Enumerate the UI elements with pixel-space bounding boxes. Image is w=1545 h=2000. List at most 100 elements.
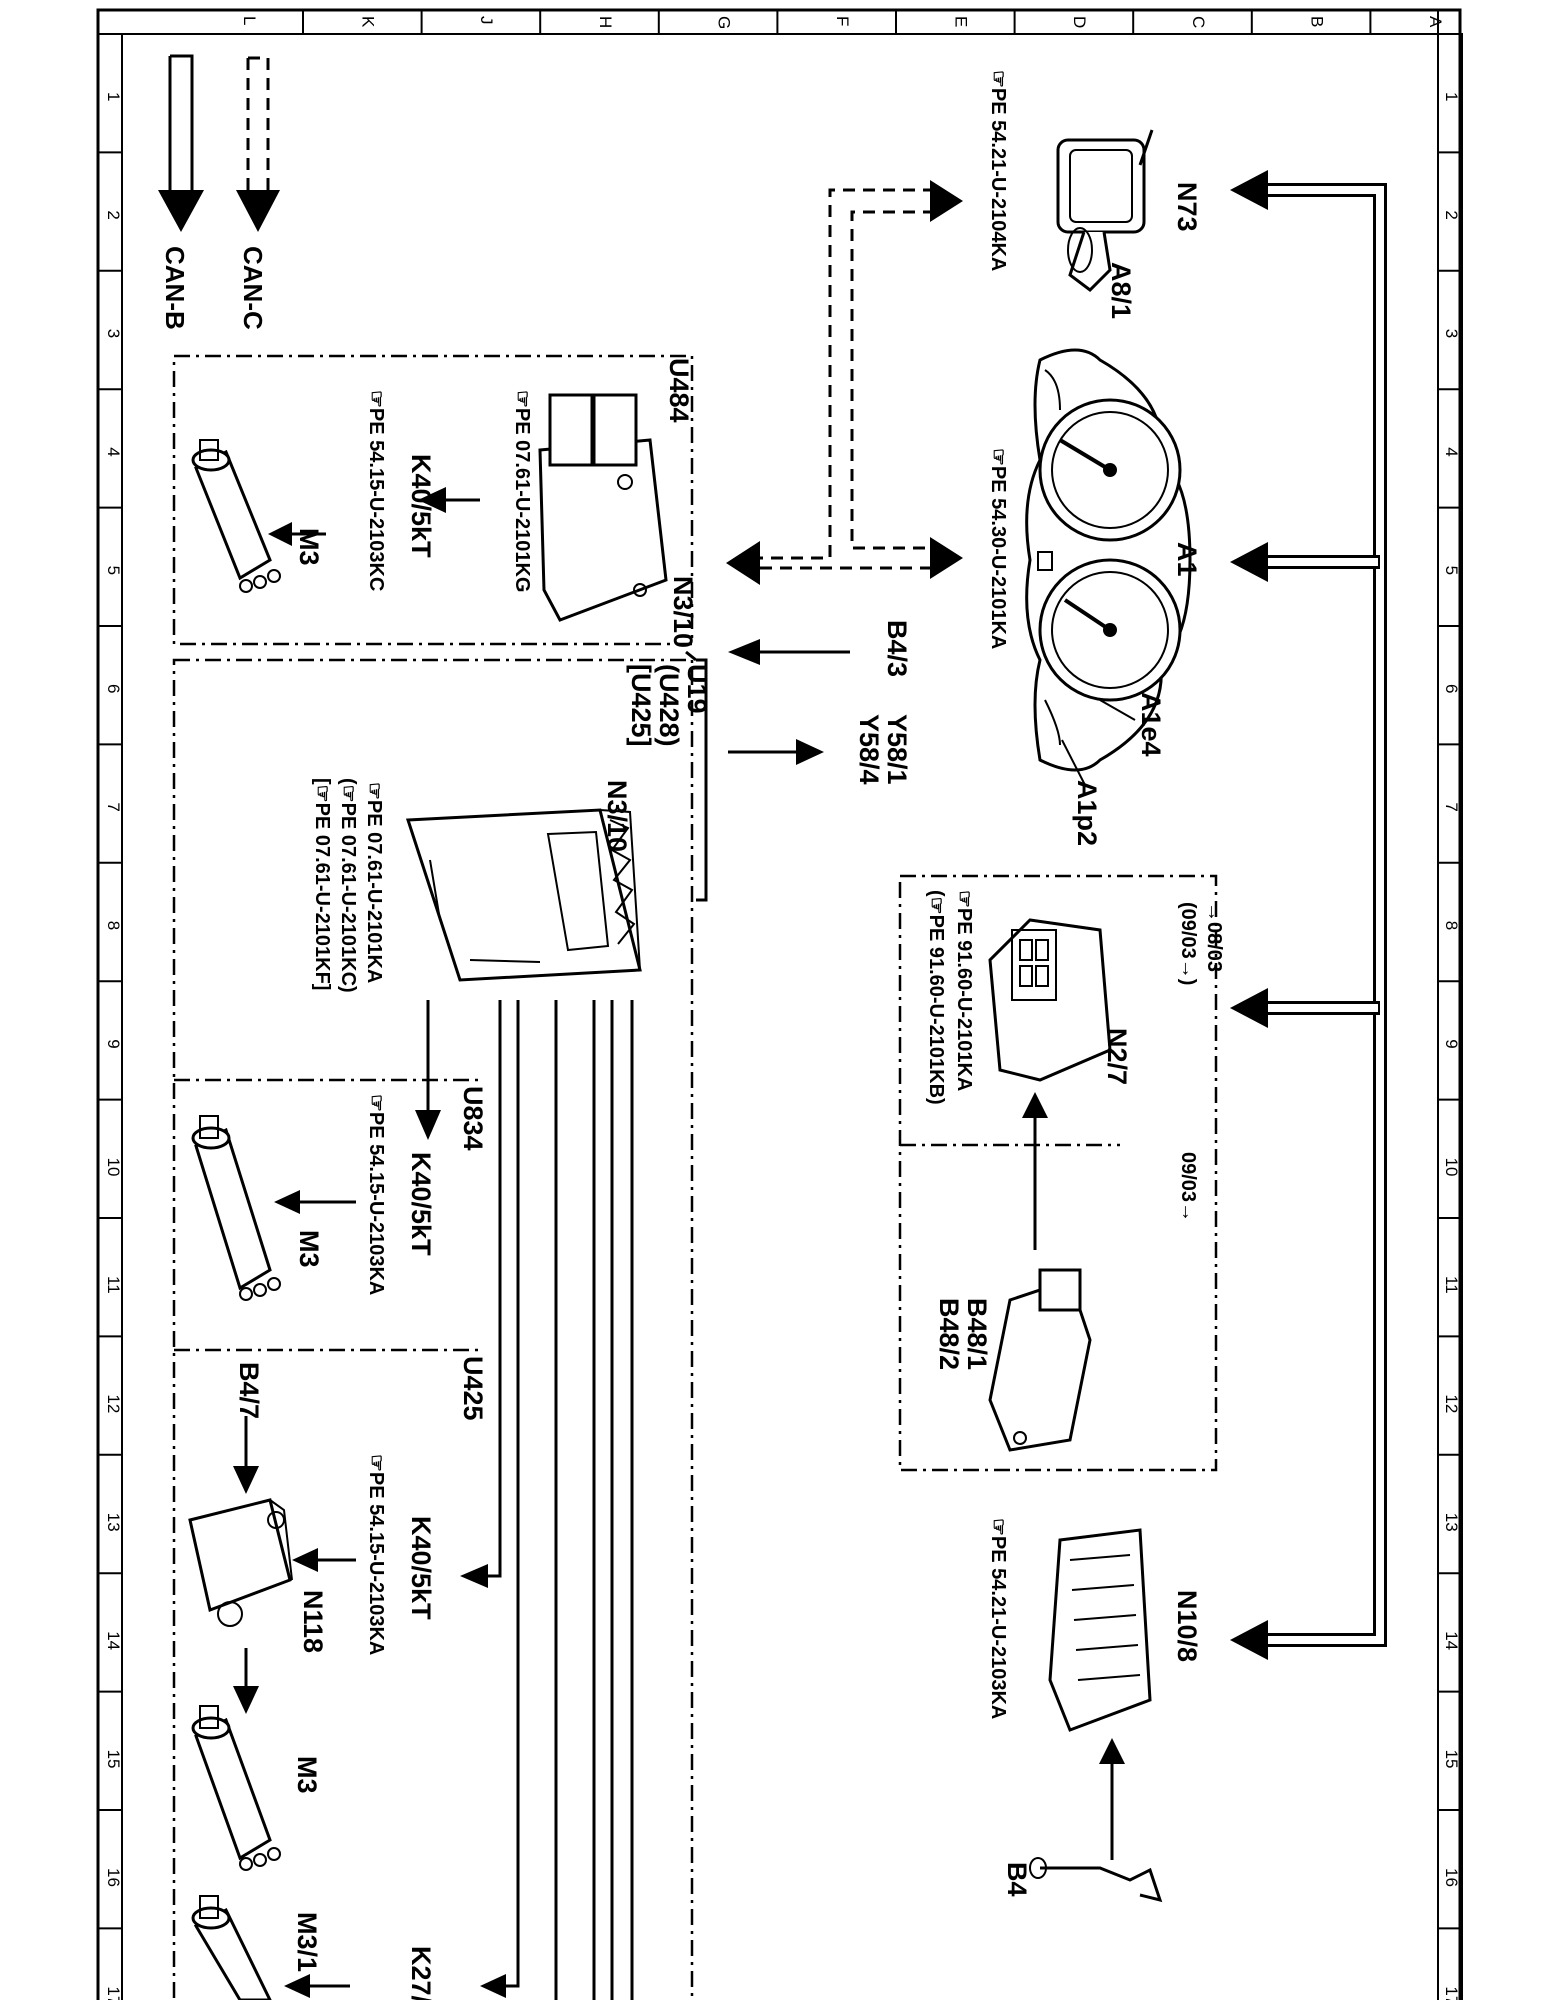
n10-8-label: N10/8 (1172, 1590, 1202, 1662)
y58-label: Y58/1 Y58/4 (854, 714, 912, 792)
grid-column-label: 7 (1442, 802, 1461, 811)
u425-label: U425 (458, 1356, 488, 1421)
grid-column-label: 15 (104, 1750, 123, 1769)
a1-label: A1 (1172, 542, 1202, 577)
a8-1-label: A8/1 (1106, 262, 1136, 319)
grid-column-label: 8 (1442, 921, 1461, 930)
n3-10-ecu-b (405, 808, 642, 982)
can-c-label: CAN-C (238, 246, 268, 330)
n3-10-label-a: N3/10 (668, 576, 698, 648)
grid-row-label: L (240, 16, 259, 25)
grid-row-label: B (1307, 16, 1326, 27)
a1-instrument-cluster (1025, 348, 1192, 772)
k40-5kt-label-b: K40/5kT (406, 1152, 436, 1256)
grid-column-label: 2 (1442, 210, 1461, 219)
u425-text-bracket: [U425] (626, 664, 656, 747)
m3-fuel-pump-b (191, 1115, 281, 1301)
can-c-bus (726, 180, 963, 585)
b4-label: B4 (1002, 1862, 1032, 1897)
u425-k40-reference: ☞PE 54.15-U-2103KA (365, 1454, 387, 1655)
drawing-frame (96, 8, 1463, 2000)
grid-column-label: 16 (1442, 1868, 1461, 1887)
m3-fuel-pump-c (191, 1705, 281, 1871)
legend: CAN-C CAN-B (158, 54, 280, 330)
can-c-arrow (236, 56, 280, 232)
grid-column-label: 14 (104, 1631, 123, 1650)
n3-10-reference-c: [☞PE 07.61-U-2101KF] (311, 778, 333, 990)
u428-text: (U428) (654, 664, 684, 747)
date-from-0903: 09/03→ (1177, 1152, 1199, 1222)
grid-row-label: F (833, 16, 852, 26)
u19-label: U19 (U428) [U425] (626, 664, 712, 754)
grid-column-label: 1 (104, 92, 123, 101)
grid-row-label: D (1070, 16, 1089, 28)
n2-7-group-box (898, 874, 1218, 1472)
grid-column-label: 17 (104, 1986, 123, 2000)
grid-column-label: 3 (1442, 329, 1461, 338)
u484-group-box (172, 354, 694, 646)
u834-label: U834 (458, 1086, 488, 1151)
u19-group-box (172, 658, 694, 2000)
m3-label-a: M3 (294, 528, 324, 566)
y58-4-label: Y58/4 (854, 714, 884, 785)
b48-2-label: B48/2 (934, 1298, 964, 1370)
grid-row-label: K (359, 16, 378, 28)
grid-row-label: G (714, 16, 733, 29)
a1e4-label: A1e4 (1136, 692, 1166, 757)
grid-column-label: 6 (1442, 684, 1461, 693)
grid-column-label: 6 (104, 684, 123, 693)
n3-10-reference-b: (☞PE 07.61-U-2101KC) (337, 778, 359, 993)
m3-label-c: M3 (292, 1756, 322, 1794)
m3-label-b: M3 (294, 1230, 324, 1268)
grid-column-label: 13 (1442, 1513, 1461, 1532)
grid-column-label: 2 (104, 210, 123, 219)
n118-label: N118 (298, 1590, 328, 1653)
grid-column-label: 5 (104, 566, 123, 575)
y58-1-label: Y58/1 (882, 714, 912, 785)
u19-text: U19 (682, 664, 712, 714)
grid-column-label: 12 (1442, 1394, 1461, 1413)
grid-column-label: 15 (1442, 1750, 1461, 1769)
n10-8-control-unit (1048, 1528, 1152, 1732)
can-b-label: CAN-B (160, 246, 190, 330)
grid-column-label: 10 (1442, 1158, 1461, 1177)
k40-5kt-label-c: K40/5kT (406, 1516, 436, 1620)
k27-label: K27/ (406, 1946, 436, 2000)
grid-column-label: 17 (1442, 1986, 1461, 2000)
b4-fuel-level-sensor (1029, 1857, 1163, 1903)
m3-1-fuel-pump (191, 1895, 272, 2000)
b4-3-label: B4/3 (882, 620, 912, 677)
can-b-bus (1230, 170, 1387, 1660)
n73-reference: ☞PE 54.21-U-2104KA (987, 70, 1009, 271)
n10-8-reference: ☞PE 54.21-U-2103KA (987, 1518, 1009, 1719)
grid-column-label: 7 (104, 802, 123, 811)
n2-7-control-unit (988, 918, 1112, 1082)
u834-k40-reference: ☞PE 54.15-U-2103KA (365, 1094, 387, 1295)
grid-row-label: J (477, 16, 496, 25)
grid-column-label: 16 (104, 1868, 123, 1887)
u484-label: U484 (664, 358, 694, 423)
a1p2-label: A1p2 (1072, 780, 1102, 846)
n73-ignition-switch (1056, 129, 1154, 292)
b4-7-label: B4/7 (234, 1362, 264, 1419)
grid-column-label: 4 (104, 447, 123, 456)
grid-row-label: E (952, 16, 971, 27)
n2-7-label: N2/7 (1102, 1028, 1132, 1085)
grid-column-label: 11 (1442, 1276, 1461, 1294)
b48-label: B48/1 B48/2 (934, 1298, 992, 1378)
grid-row-label: A (1426, 16, 1445, 28)
grid-column-label: 13 (104, 1513, 123, 1532)
a1-reference: ☞PE 54.30-U-2101KA (987, 448, 1009, 649)
grid-column-label: 9 (104, 1039, 123, 1048)
u484-k40-reference: ☞PE 54.15-U-2103KC (365, 390, 387, 591)
date-from-0903-paren: (09/03→) (1177, 902, 1199, 985)
m3-1-label: M3/1 (292, 1912, 322, 1972)
grid-column-label: 9 (1442, 1039, 1461, 1048)
grid-column-label: 14 (1442, 1631, 1461, 1650)
grid-column-label: 1 (1442, 92, 1461, 101)
n118-fuel-pump-control-unit (188, 1498, 293, 1627)
u484-ecu-reference: ☞PE 07.61-U-2101KG (511, 390, 533, 592)
b48-sensor (988, 1268, 1092, 1452)
n2-7-reference-b: (☞PE 91.60-U-2101KB) (925, 890, 947, 1105)
